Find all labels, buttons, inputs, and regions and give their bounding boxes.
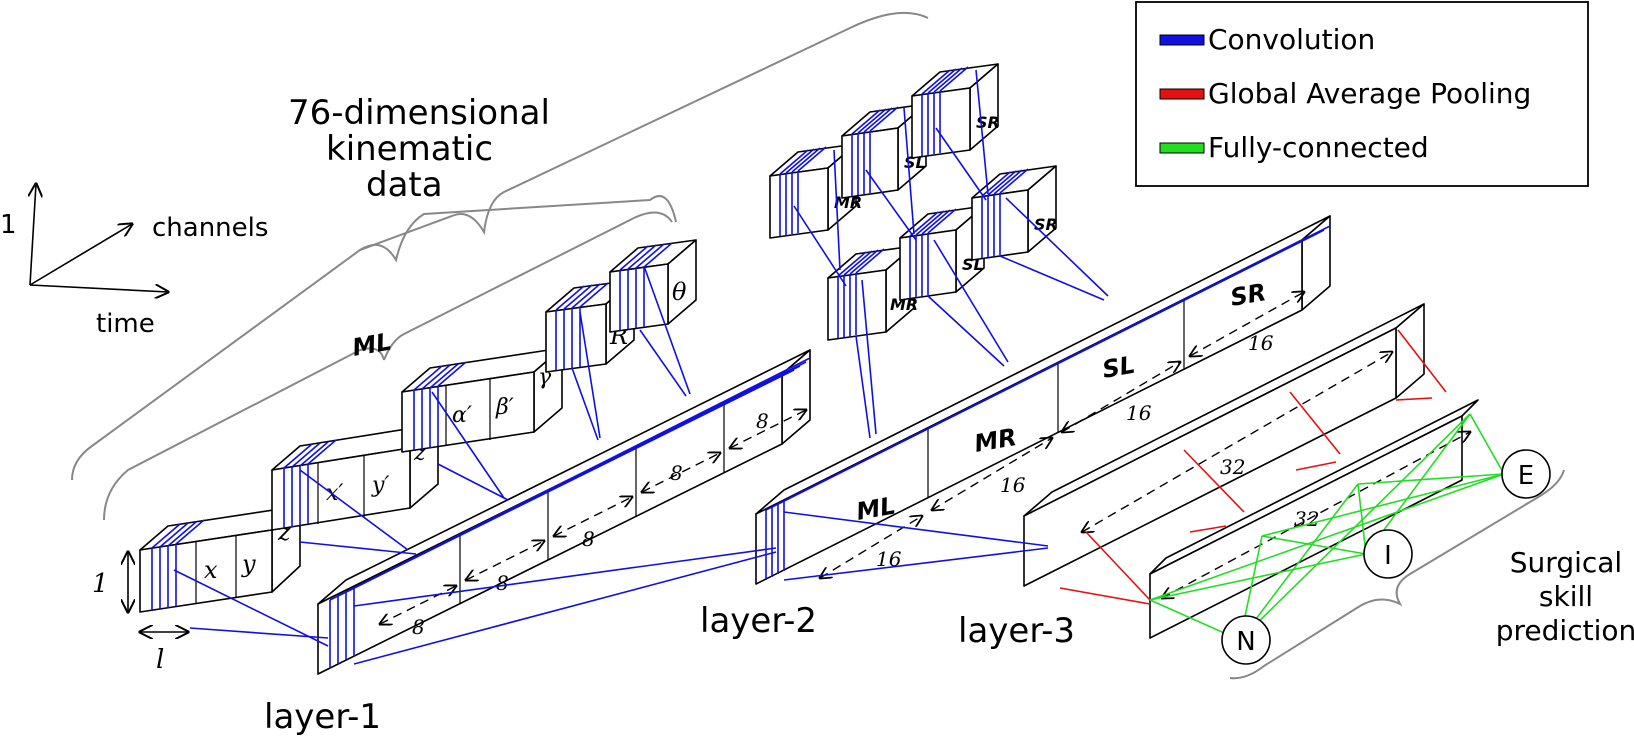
cell-y-prime: y′	[371, 473, 389, 498]
layer-2-top-block-sr: SR	[911, 63, 1000, 159]
cell-x-prime: x′	[326, 481, 343, 506]
input-title-line-2: kinematic	[326, 129, 493, 169]
legend-label-fc: Fully-connected	[1208, 131, 1429, 164]
legend-label-gap: Global Average Pooling	[1208, 77, 1531, 110]
legend-swatch-gap	[1159, 88, 1205, 100]
layer-2-seg-2-value: 16	[1000, 473, 1026, 497]
layer-2-top-to-mid-connections	[793, 69, 989, 287]
layer-2-mid-block-sl: SL	[899, 205, 985, 301]
layer-2-top-block-sr-label: SR	[976, 113, 1000, 132]
kinematic-data-brace	[359, 11, 929, 251]
layer-2-seg-3-value: 16	[1126, 401, 1152, 425]
cell-x: x	[204, 556, 218, 584]
legend-swatch-convolution	[1159, 34, 1205, 46]
layer-3-label: layer-3	[958, 611, 1075, 651]
input-block-position: x y z	[139, 505, 301, 613]
layer-2-seg-ml: ML	[854, 492, 897, 526]
output-caption-line-3: prediction	[1496, 614, 1634, 647]
layer-1-seg-2-value: 8	[496, 571, 509, 595]
output-node-e-label: E	[1518, 461, 1534, 491]
layer-2-seg-4-value: 16	[1248, 331, 1274, 355]
legend-swatch-fc	[1159, 142, 1205, 154]
input-block-velocity: x′ y′ z′	[271, 423, 439, 531]
output-node-n-label: N	[1236, 627, 1255, 657]
output-node-i: I	[1363, 529, 1413, 579]
ml-inner-brace-right	[383, 211, 673, 361]
output-node-n: N	[1221, 615, 1271, 665]
global-average-pooling-connections	[1059, 329, 1447, 605]
ml-group-label: ML	[350, 328, 393, 362]
layer-2-block: ML MR SL SR 16 16 16 16	[755, 215, 1331, 585]
cell-y: y	[241, 550, 256, 578]
output-node-i-label: I	[1384, 541, 1392, 571]
layer-1-seg-3-value: 8	[582, 527, 595, 551]
ml-inner-brace	[103, 347, 385, 521]
legend: Convolution Global Average Pooling Fully…	[1135, 1, 1589, 187]
time-axis-label: time	[96, 309, 155, 339]
ml-group-brace	[71, 195, 677, 481]
output-node-e: E	[1501, 449, 1551, 499]
legend-label-convolution: Convolution	[1208, 23, 1375, 56]
height-dimension-label: 1	[92, 569, 109, 599]
input-title-line-1: 76-dimensional	[288, 93, 550, 133]
vertical-axis-label: 1	[0, 210, 17, 240]
width-dimension-label: l	[156, 645, 164, 675]
layer-1-seg-5-value: 8	[756, 409, 769, 433]
layer-2-input-connections	[353, 197, 1109, 665]
input-title-line-3: data	[366, 165, 443, 205]
input-to-layer1-connections	[173, 265, 691, 647]
channels-axis	[29, 224, 132, 286]
layer-3-dim-value: 32	[1220, 455, 1245, 479]
layer-2-mid-block-sr: SR	[971, 165, 1058, 261]
input-block-gripper: θ	[609, 239, 697, 333]
input-block-angular: α′ β′ γ′	[401, 347, 563, 453]
output-brace	[1229, 469, 1565, 680]
time-axis	[29, 285, 168, 292]
layer-1-label: layer-1	[264, 697, 381, 737]
layer-1-block: 8 8 8 8 8	[317, 349, 811, 675]
layer-2-label: layer-2	[700, 601, 817, 641]
layer-2-top-block-mr-label: MR	[834, 193, 862, 212]
pooled-vector: 32	[1149, 399, 1479, 639]
cell-alpha-prime: α′	[452, 403, 472, 428]
layer-2-seg-sl: SL	[1100, 351, 1137, 384]
layer-2-mid-block-sr-label: SR	[1034, 215, 1058, 234]
channels-axis-label: channels	[152, 213, 268, 243]
vertical-axis	[30, 184, 36, 286]
cell-theta: θ	[672, 278, 687, 306]
layer-2-mid-block-mr-label: MR	[890, 295, 918, 314]
output-caption-line-1: Surgical	[1510, 546, 1622, 579]
layer-1-seg-1-value: 8	[412, 615, 425, 639]
output-caption-line-2: skill	[1539, 580, 1593, 613]
axes-indicator: 1 channels time	[0, 184, 268, 339]
layer-2-to-layer-3-connections	[783, 511, 1049, 581]
layer-1-seg-4-value: 8	[670, 461, 683, 485]
cell-beta-prime: β′	[495, 395, 514, 420]
